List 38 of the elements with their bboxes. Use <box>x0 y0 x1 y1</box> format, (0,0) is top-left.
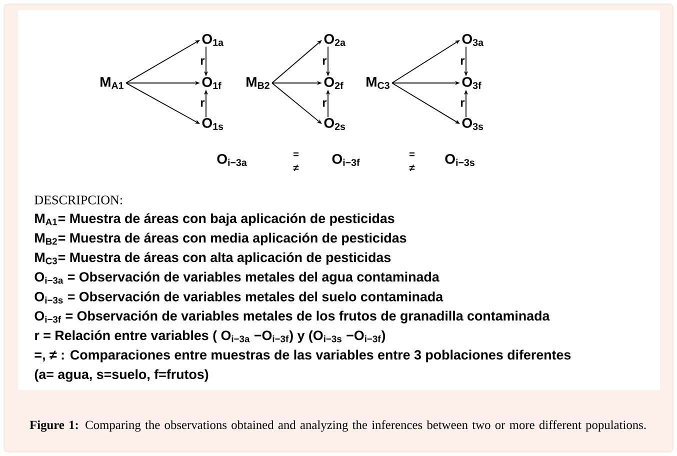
observation-label: O$_{2s}$ <box>324 118 346 130</box>
edge-label: r <box>200 58 205 65</box>
observation-label: O$_{3f}$ <box>462 76 482 90</box>
description-line: M$_{C3}$= Muestra de áreas con alta aplicación de pesticidas <box>35 252 391 265</box>
description-line: =, ≠ : Comparaciones entre muestras de las variables entre 3 poblaciones diferentes <box>34 350 571 362</box>
sample-label: M$_{B2}$ <box>246 77 270 89</box>
observation-label: O$_{2f}$ <box>324 77 344 89</box>
observation-label: O$_{3s}$ <box>462 118 484 130</box>
edge-label: r <box>200 100 205 107</box>
observation-label: O$_{1a}$ <box>202 34 224 46</box>
sample-label: M$_{A1}$ <box>100 77 124 89</box>
description-heading: DESCRIPCION: <box>34 196 122 204</box>
formula-term: O$_{i−3a}$ <box>217 154 247 166</box>
description-line: M$_{A1}$= Muestra de áreas con baja aplicación de pesticidas <box>35 213 394 226</box>
formula-term: O$_{i−3f}$ <box>332 154 360 166</box>
observation-label: O$_{2a}$ <box>324 34 346 46</box>
edge-label: r <box>322 58 327 65</box>
comparison-sign: = <box>410 152 414 156</box>
edge-label: r <box>460 58 465 65</box>
description-line: (a= agua, s=suelo, f=frutos) <box>34 369 208 382</box>
sample-label: M$_{C3}$ <box>366 77 390 89</box>
formula-term: O$_{i−3s}$ <box>445 154 474 166</box>
observation-label: O$_{3a}$ <box>462 34 484 46</box>
comparison-sign: ≠ <box>293 164 299 172</box>
description-line: r = Relación entre variables ( O$_{i−3a}$ −O$_{i−3f}$) y (O$_{i−3s}$ −O$_{i−3f}$) <box>35 330 386 343</box>
arrow <box>272 40 322 84</box>
observation-label: O$_{1s}$ <box>202 118 224 130</box>
description-line: O$_{i−3f}$ = Observación de variables metales de los frutos de granadilla contaminada <box>34 310 550 324</box>
description-line: O$_{i−3s}$ = Observación de variables metales del suelo contaminada <box>34 291 444 304</box>
figure-caption: Figure 1: Comparing the observations obtained and analyzing the inferences between two or more different populations. <box>30 420 646 432</box>
edge-label: r <box>322 100 327 107</box>
arrow <box>272 82 322 124</box>
description-line: M$_{B2}$= Muestra de áreas con media aplicación de pesticidas <box>35 232 406 246</box>
comparison-sign: ≠ <box>409 164 415 172</box>
comparison-sign: = <box>294 152 298 156</box>
observation-label: O$_{1f}$ <box>202 77 222 89</box>
description-line: O$_{i−3a}$ = Observación de variables metales del agua contaminada <box>34 272 440 284</box>
edge-label: r <box>460 100 465 107</box>
